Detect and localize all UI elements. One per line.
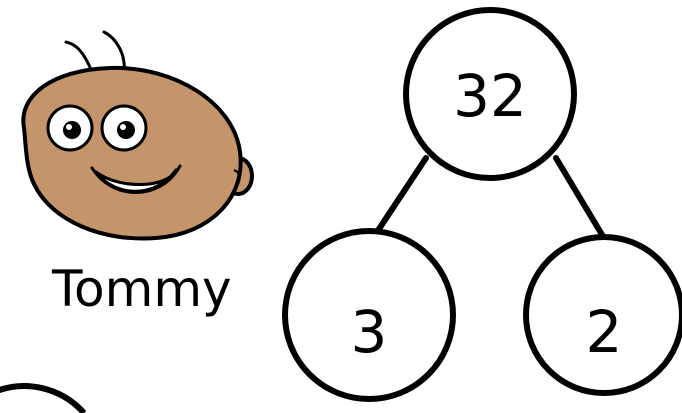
left-child-value: 3: [351, 298, 388, 366]
partial-node-circle: [0, 386, 84, 413]
cartoon-face-icon: [23, 32, 252, 239]
left-connector-line: [373, 158, 426, 238]
root-node-value: 32: [453, 62, 527, 130]
right-child-node: 2: [526, 237, 682, 393]
right-connector-line: [556, 158, 604, 238]
root-node: 32: [406, 10, 574, 178]
right-child-value: 2: [586, 298, 623, 366]
character-name: Tommy: [51, 260, 232, 318]
left-child-node: 3: [285, 231, 453, 399]
